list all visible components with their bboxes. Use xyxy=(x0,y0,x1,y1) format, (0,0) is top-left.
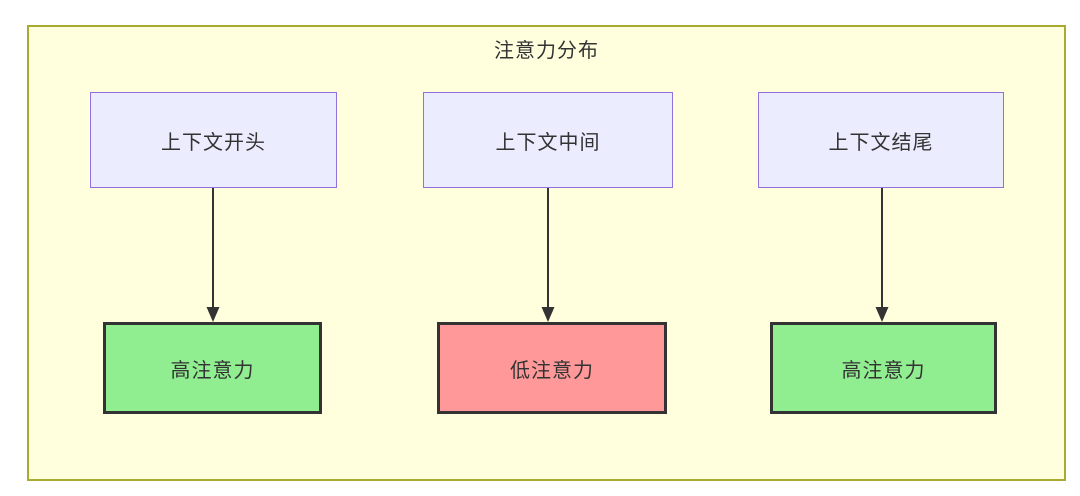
node-context-middle: 上下文中间 xyxy=(423,92,673,188)
node-context-start-label: 上下文开头 xyxy=(161,131,266,154)
arrow-down-icon xyxy=(872,188,892,322)
arrow-down-icon xyxy=(538,188,558,322)
node-low-attention: 低注意力 xyxy=(437,322,667,414)
diagram-title: 注意力分布 xyxy=(494,40,599,62)
node-context-start: 上下文开头 xyxy=(90,92,337,188)
node-low-attention-label: 低注意力 xyxy=(510,359,594,382)
node-high-attention-2-label: 高注意力 xyxy=(841,359,926,382)
node-high-attention-1-label: 高注意力 xyxy=(170,359,255,382)
node-context-end: 上下文结尾 xyxy=(758,92,1004,188)
node-context-end-label: 上下文结尾 xyxy=(828,131,934,154)
arrow-down-icon xyxy=(203,188,223,322)
node-high-attention-2: 高注意力 xyxy=(770,322,997,414)
node-context-middle-label: 上下文中间 xyxy=(495,131,601,154)
node-high-attention-1: 高注意力 xyxy=(103,322,322,414)
